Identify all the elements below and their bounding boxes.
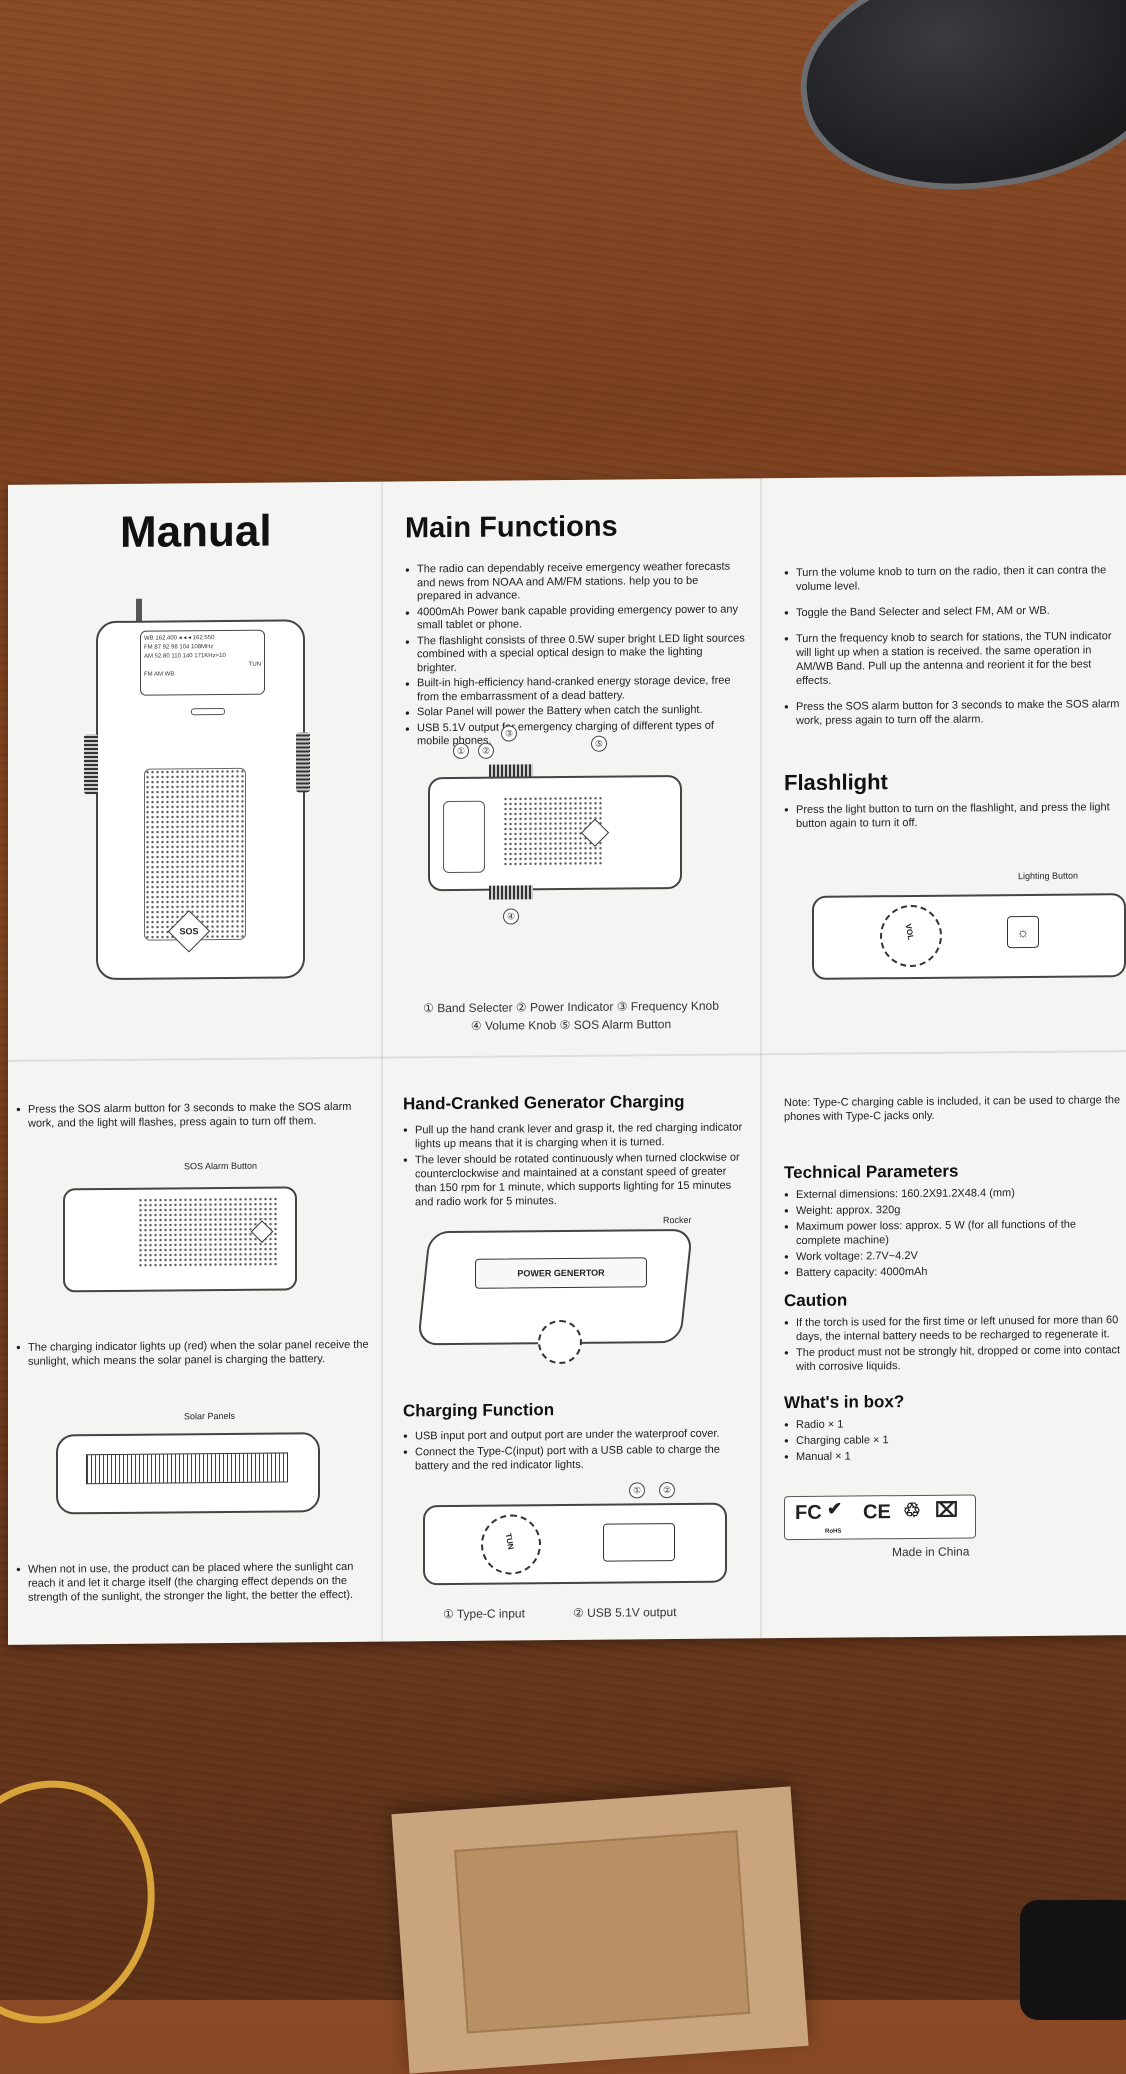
- frequency-knob-icon: [296, 732, 310, 793]
- panel-technical: Note: Type-C charging cable is included,…: [762, 1053, 1126, 1638]
- main-functions-title: Main Functions: [405, 510, 618, 545]
- list-item: Toggle the Band Selecter and select FM, …: [784, 603, 1124, 620]
- list-item: Radio × 1: [784, 1415, 1084, 1432]
- recycle-icon: ♲: [903, 1499, 921, 1523]
- list-item: Solar Panel will power the Battery when …: [405, 703, 745, 719]
- rubber-band: [0, 1760, 178, 2044]
- box-contents-list: Radio × 1 Charging cable × 1 Manual × 1: [784, 1415, 1084, 1466]
- lighting-button-icon: ☼: [1007, 915, 1039, 949]
- list-item: Built-in high-efficiency hand-cranked en…: [405, 674, 745, 704]
- panel-main-functions: Main Functions The radio can dependably …: [383, 478, 759, 1055]
- cardboard-box: [391, 1786, 809, 2074]
- manual-sheet: Manual WB 162.400 ◂ ◂ ◂ 162.550 FM 87 92…: [8, 475, 1126, 1645]
- list-item: Charging cable × 1: [784, 1431, 1084, 1448]
- caution-list: If the torch is used for the first time …: [784, 1313, 1122, 1376]
- legend-line-1: ① Band Selecter ② Power Indicator ③ Freq…: [423, 998, 719, 1016]
- usb-port-cover-icon: [603, 1523, 675, 1562]
- hand-crank-title: Hand-Cranked Generator Charging: [403, 1091, 685, 1114]
- manual-title: Manual: [120, 506, 272, 557]
- made-in-label: Made in China: [892, 1544, 970, 1560]
- list-item: If the torch is used for the first time …: [784, 1313, 1122, 1344]
- computer-mouse: [786, 0, 1126, 212]
- type-c-note: Note: Type-C charging cable is included,…: [784, 1094, 1121, 1124]
- technical-parameters-title: Technical Parameters: [784, 1161, 959, 1183]
- speaker-grille: [144, 767, 246, 941]
- list-item: Press the SOS alarm button for 3 seconds…: [784, 697, 1124, 728]
- list-item: Battery capacity: 4000mAh: [784, 1263, 1122, 1280]
- list-item: Turn the frequency knob to search for st…: [784, 629, 1124, 688]
- list-item: Work voltage: 2.7V~4.2V: [784, 1247, 1122, 1264]
- marker-2: ②: [478, 742, 494, 759]
- list-item: Manual × 1: [784, 1447, 1084, 1464]
- radio-front-illustration: WB 162.400 ◂ ◂ ◂ 162.550 FM 87 92 98 104…: [84, 597, 310, 981]
- marker-1: ①: [453, 742, 469, 759]
- list-item: External dimensions: 160.2X91.2X48.4 (mm…: [784, 1185, 1122, 1202]
- list-item: 4000mAh Power bank capable providing eme…: [405, 603, 745, 633]
- band-selector-icon: [443, 800, 485, 874]
- caution-title: Caution: [784, 1290, 848, 1311]
- solar-panels-label: Solar Panels: [184, 1410, 236, 1422]
- radio-frequency-dial: WB 162.400 ◂ ◂ ◂ 162.550 FM 87 92 98 104…: [140, 629, 265, 696]
- rohs-check-icon: ✔: [827, 1498, 843, 1519]
- sunlight-charging-text: When not in use, the product can be plac…: [16, 1560, 378, 1605]
- port-marker-2: ②: [659, 1482, 675, 1499]
- radio-top-illustration: ① ② ③ ⑤ ④: [383, 478, 759, 925]
- radio-side-body: [423, 1502, 727, 1586]
- charging-indicator-text: The charging indicator lights up (red) w…: [16, 1338, 378, 1369]
- charging-function-title: Charging Function: [403, 1400, 555, 1421]
- port-legend-type-c: ① Type-C input: [443, 1606, 525, 1622]
- sos-alarm-button-label: SOS Alarm Button: [184, 1160, 258, 1172]
- marker-5: ⑤: [591, 735, 607, 752]
- main-functions-list: The radio can dependably receive emergen…: [405, 560, 745, 750]
- list-item: Connect the Type-C(input) port with a US…: [403, 1442, 743, 1473]
- list-item: Weight: approx. 320g: [784, 1201, 1122, 1218]
- radio-side-illustration: VOL ☼: [762, 475, 1126, 980]
- weee-bin-icon: ⌧: [935, 1499, 959, 1522]
- indicator-slot: [191, 707, 225, 716]
- flashlight-title: Flashlight: [784, 769, 888, 796]
- panel-charging: Hand-Cranked Generator Charging Pull up …: [383, 1056, 759, 1641]
- certification-logos: FC ✔ RoHS CE ♲ ⌧: [784, 1494, 976, 1541]
- list-item: The flashlight consists of three 0.5W su…: [405, 632, 745, 675]
- fcc-logo: FC: [795, 1501, 822, 1525]
- hand-crank-list: Pull up the hand crank lever and grasp i…: [403, 1120, 743, 1211]
- panel-manual-cover: Manual WB 162.400 ◂ ◂ ◂ 162.550 FM 87 92…: [8, 482, 380, 1059]
- legend-line-2: ④ Volume Knob ⑤ SOS Alarm Button: [470, 1017, 672, 1033]
- box-opening: [454, 1830, 751, 2034]
- dial-band-label: FM AM WB: [144, 671, 175, 678]
- technical-parameters-list: External dimensions: 160.2X91.2X48.4 (mm…: [784, 1185, 1122, 1282]
- list-item: Maximum power loss: approx. 5 W (for all…: [784, 1217, 1122, 1248]
- power-generator-lever: POWER GENERTOR: [475, 1257, 647, 1289]
- list-item: The radio can dependably receive emergen…: [405, 560, 745, 603]
- list-item: The product must not be strongly hit, dr…: [784, 1343, 1122, 1374]
- volume-knob-icon: [489, 885, 533, 900]
- volume-knob-icon: [84, 734, 98, 795]
- marker-4: ④: [503, 908, 519, 925]
- list-item: Pull up the hand crank lever and grasp i…: [403, 1120, 743, 1151]
- port-legend-usb: ② USB 5.1V output: [573, 1605, 677, 1620]
- dark-object: [1020, 1900, 1126, 2020]
- ce-logo: CE: [863, 1501, 891, 1524]
- solar-panel-icon: [86, 1452, 288, 1485]
- rohs-label: RoHS: [825, 1528, 842, 1535]
- operation-list: Turn the volume knob to turn on the radi…: [784, 563, 1124, 730]
- charging-function-list: USB input port and output port are under…: [403, 1426, 743, 1475]
- panel-operation: Turn the volume knob to turn on the radi…: [762, 475, 1126, 1052]
- crank-knob-icon: [538, 1319, 582, 1365]
- rocker-label: Rocker: [663, 1214, 692, 1226]
- marker-3: ③: [501, 725, 517, 742]
- list-item: USB input port and output port are under…: [403, 1426, 743, 1443]
- sos-instruction: Press the SOS alarm button for 3 seconds…: [16, 1100, 378, 1131]
- lighting-button-label: Lighting Button: [1018, 870, 1079, 882]
- list-item: The lever should be rotated continuously…: [403, 1150, 743, 1209]
- sos-button-label: SOS: [179, 926, 199, 937]
- list-item: Turn the volume knob to turn on the radi…: [784, 563, 1124, 594]
- panel-sos-solar: Press the SOS alarm button for 3 seconds…: [8, 1060, 380, 1645]
- whats-in-box-title: What's in box?: [784, 1392, 905, 1413]
- port-marker-1: ①: [629, 1482, 645, 1499]
- flashlight-text: Press the light button to turn on the fl…: [784, 800, 1126, 831]
- radio-side-body: [812, 893, 1126, 980]
